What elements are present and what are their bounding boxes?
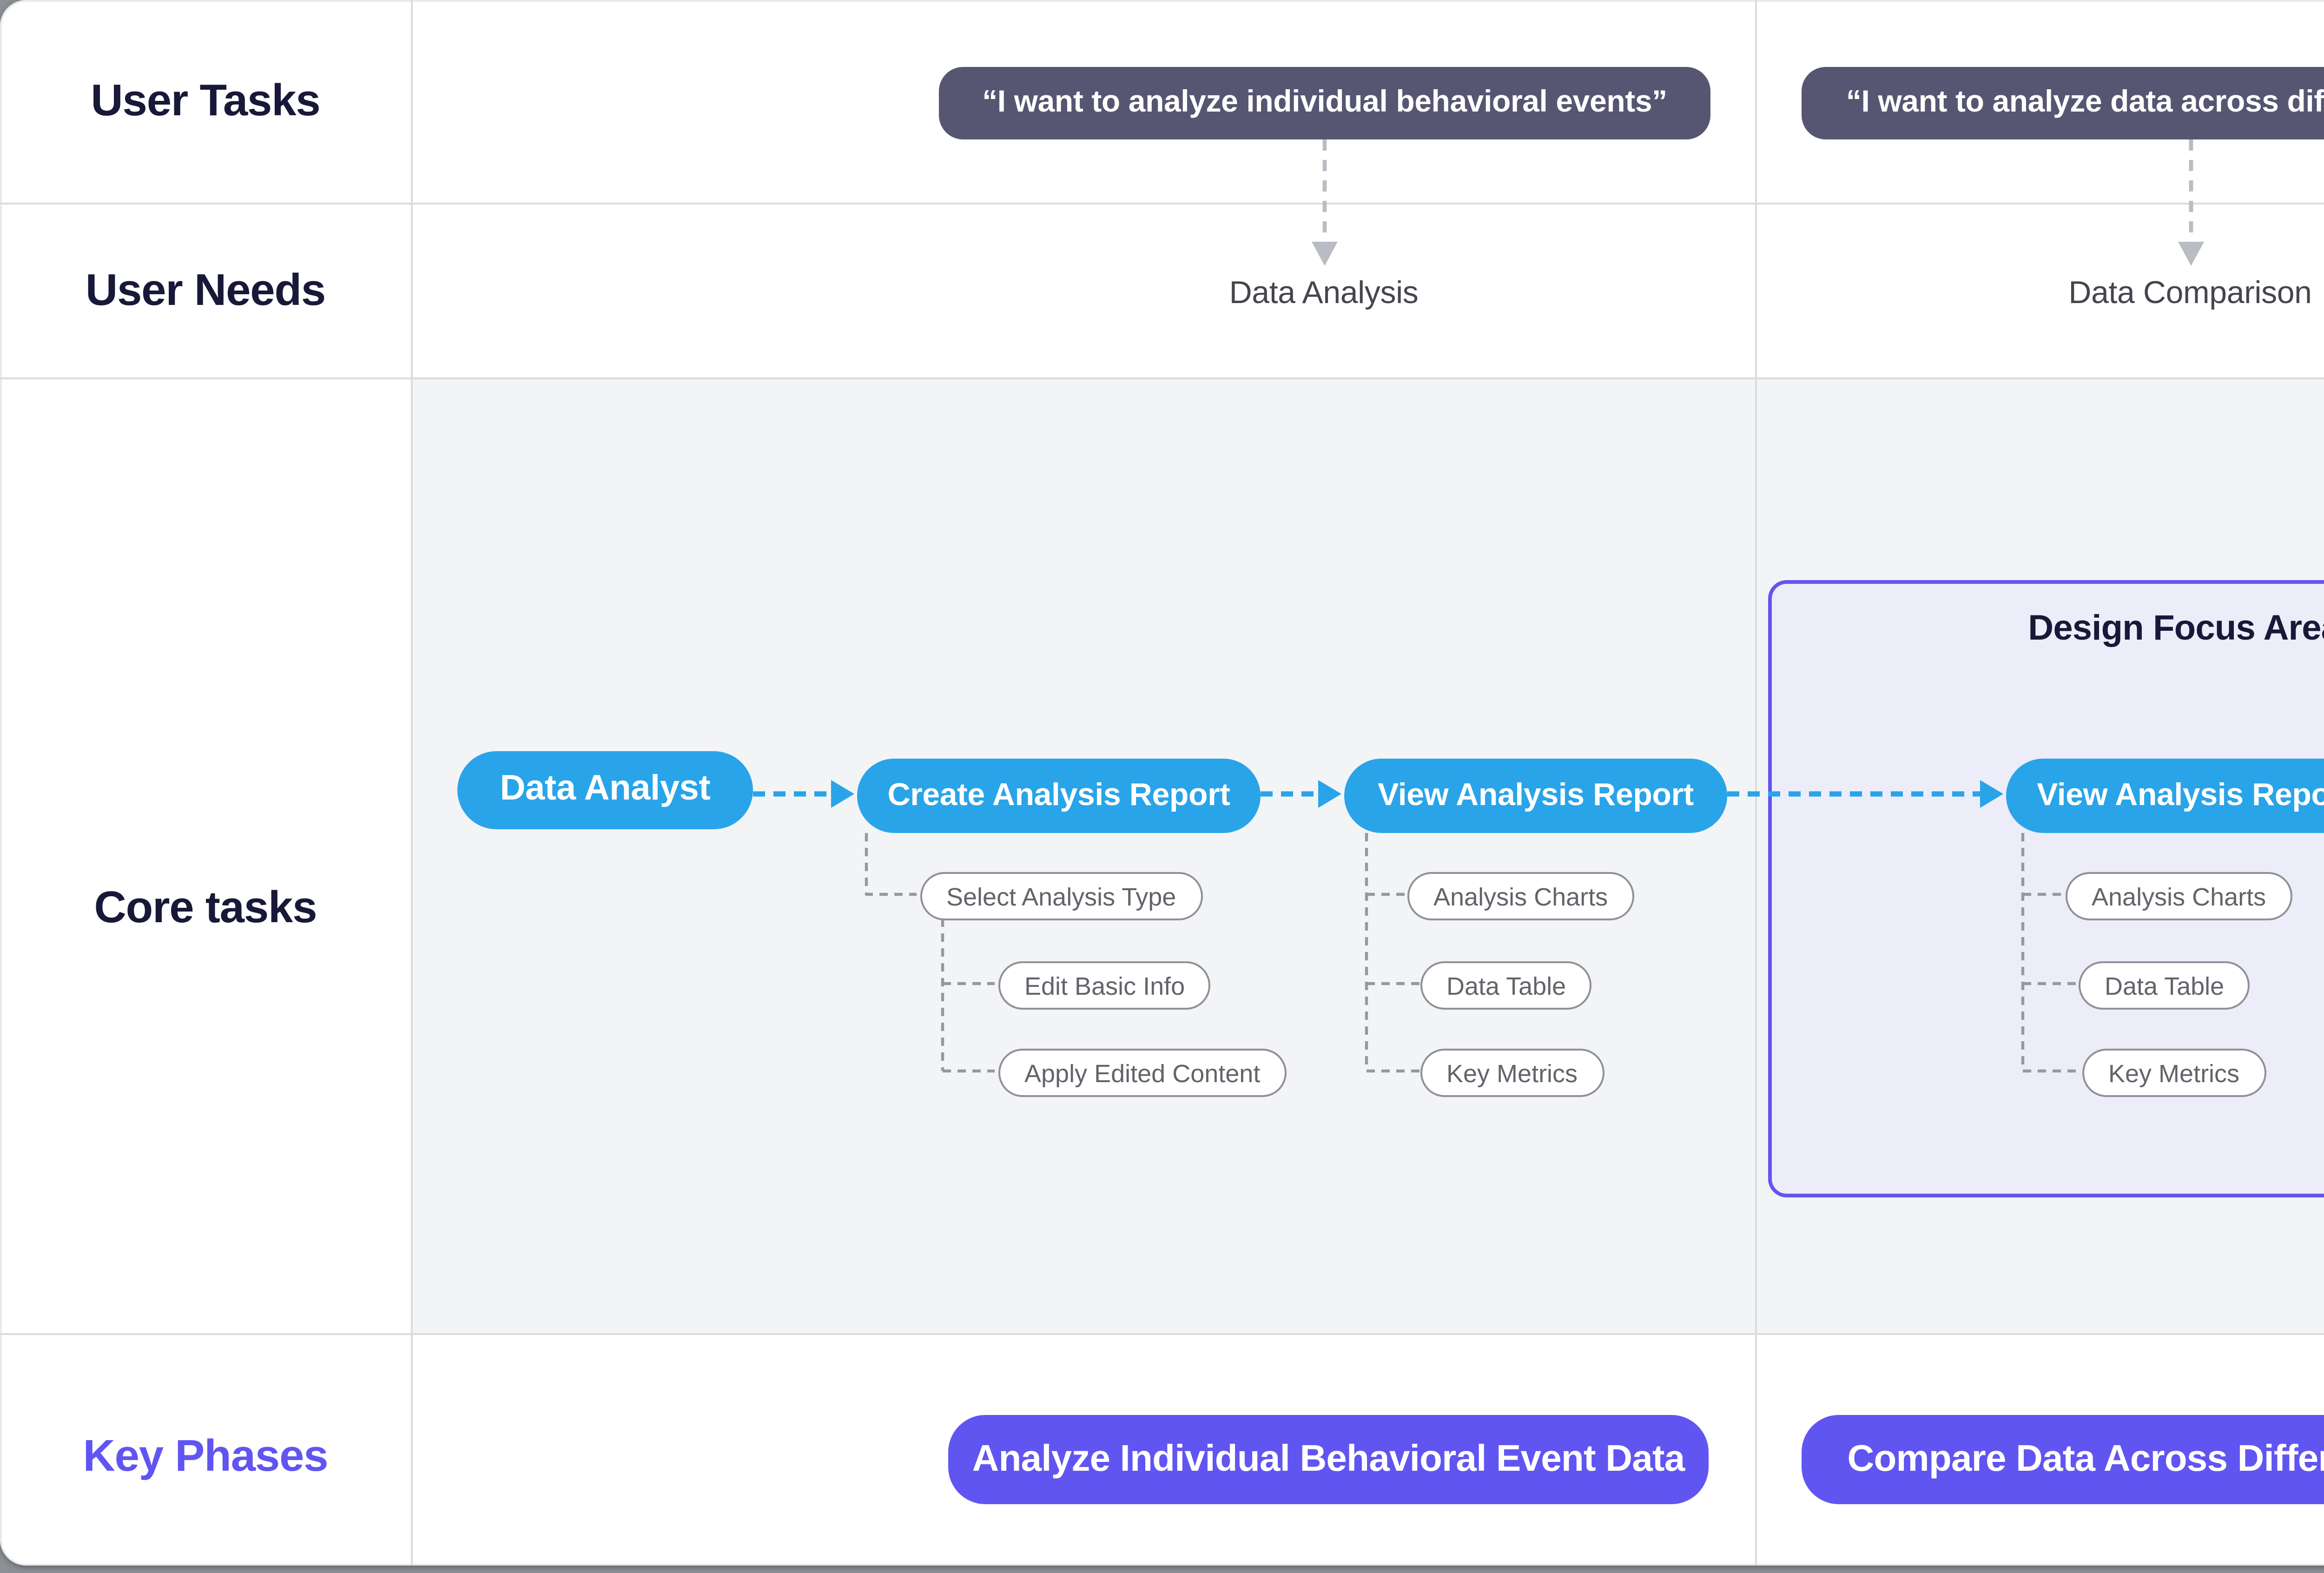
subtask-apply-edited-content[interactable]: Apply Edited Content (998, 1049, 1287, 1097)
subtask-select-analysis-type[interactable]: Select Analysis Type (920, 872, 1202, 920)
row-label-key-phases: Key Phases (83, 1432, 328, 1482)
user-quote-left[interactable]: “I want to analyze individual behavioral… (939, 67, 1710, 139)
actor-data-analyst[interactable]: Data Analyst (457, 751, 753, 829)
phase-compare-data-button[interactable]: Compare Data Across Different Reports (1802, 1415, 2324, 1504)
user-need-data-comparison: Data Comparison (2068, 275, 2312, 311)
subtask-data-table[interactable]: Data Table (1420, 961, 1592, 1010)
arrow-down-head (1312, 242, 2204, 266)
column-divider-middle (1755, 0, 1757, 1566)
row-label-user-tasks: User Tasks (91, 76, 320, 126)
step-view-analysis-report[interactable]: View Analysis Report (1344, 759, 1727, 833)
row-divider-1 (0, 203, 2324, 205)
step-create-analysis-report[interactable]: Create Analysis Report (857, 759, 1261, 833)
step-view-analysis-report-focus[interactable]: View Analysis Report (2006, 759, 2324, 833)
row-divider-2 (0, 377, 2324, 379)
row-divider-3 (0, 1333, 2324, 1335)
user-need-data-analysis: Data Analysis (1229, 275, 1419, 311)
design-focus-areas-title: Design Focus Areas (2028, 610, 2324, 649)
subtask-edit-basic-info[interactable]: Edit Basic Info (998, 961, 1211, 1010)
phase-analyze-individual-button[interactable]: Analyze Individual Behavioral Event Data (948, 1415, 1709, 1504)
column-divider-labels (411, 0, 413, 1566)
focus-subtask-analysis-charts[interactable]: Analysis Charts (2066, 872, 2292, 920)
subtask-analysis-charts[interactable]: Analysis Charts (1407, 872, 1634, 920)
arrow-down-icon (1322, 139, 2193, 232)
row-label-core-tasks: Core tasks (94, 883, 317, 933)
row-label-user-needs: User Needs (85, 266, 326, 316)
focus-subtask-key-metrics[interactable]: Key Metrics (2082, 1049, 2266, 1097)
subtask-key-metrics[interactable]: Key Metrics (1420, 1049, 1604, 1097)
focus-subtask-data-table[interactable]: Data Table (2079, 961, 2251, 1010)
user-quote-right[interactable]: “I want to analyze data across different… (1802, 67, 2324, 139)
